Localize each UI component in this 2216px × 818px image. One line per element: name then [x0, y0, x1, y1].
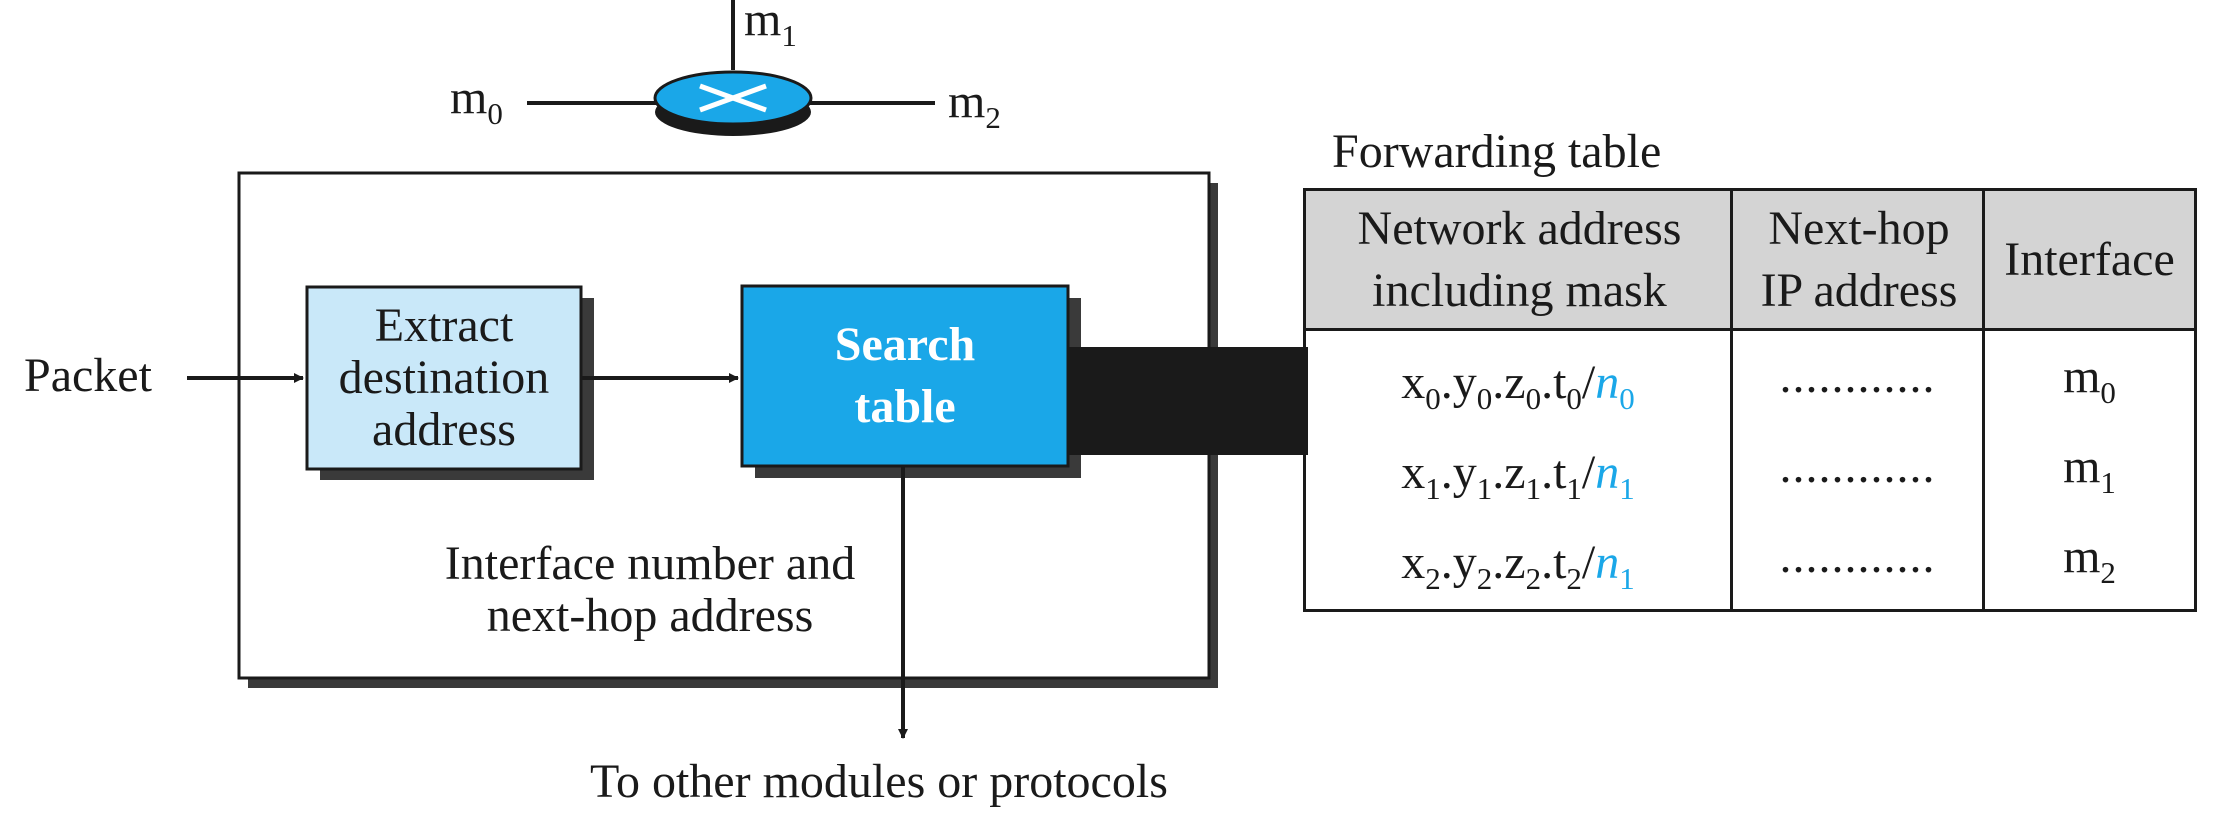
column-divider — [1730, 191, 1733, 609]
column-divider — [1982, 191, 1985, 609]
header-interface: Interface — [1985, 191, 2194, 331]
row-0-next-hop: ............ — [1779, 349, 1936, 403]
router-icon — [527, 0, 935, 136]
port-label-m2: m2 — [948, 75, 1001, 136]
header-network-address: Network address including mask — [1306, 191, 1733, 331]
packet-label: Packet — [24, 349, 152, 402]
extract-box-label: Extract destination address — [338, 299, 550, 456]
row-0-interface: m0 — [2063, 349, 2116, 410]
row-1-next-hop: ............ — [1779, 439, 1936, 493]
result-label: Interface number and next-hop address — [444, 537, 856, 642]
row-2-interface: m2 — [2063, 529, 2116, 590]
row-2-next-hop: ............ — [1779, 529, 1936, 583]
row-0-network-address: x0.y0.z0.t0/n0 — [1401, 355, 1635, 416]
search-box — [740, 284, 1070, 468]
row-2-network-address: x2.y2.z2.t2/n1 — [1401, 535, 1635, 596]
output-label: To other modules or protocols — [590, 755, 1168, 808]
port-label-m1: m1 — [744, 0, 797, 53]
search-box-label: Search table — [834, 318, 976, 433]
forwarding-table: Network address including mask Next-hop … — [1303, 188, 2197, 612]
row-1-network-address: x1.y1.z1.t1/n1 — [1401, 445, 1635, 506]
row-1-interface: m1 — [2063, 439, 2116, 500]
header-next-hop: Next-hop IP address — [1733, 191, 1985, 331]
table-connector — [1068, 347, 1308, 455]
router-cross-b — [699, 83, 767, 113]
port-label-m0: m0 — [450, 71, 503, 132]
forwarding-table-title: Forwarding table — [1332, 125, 1662, 178]
extract-box — [305, 285, 583, 471]
